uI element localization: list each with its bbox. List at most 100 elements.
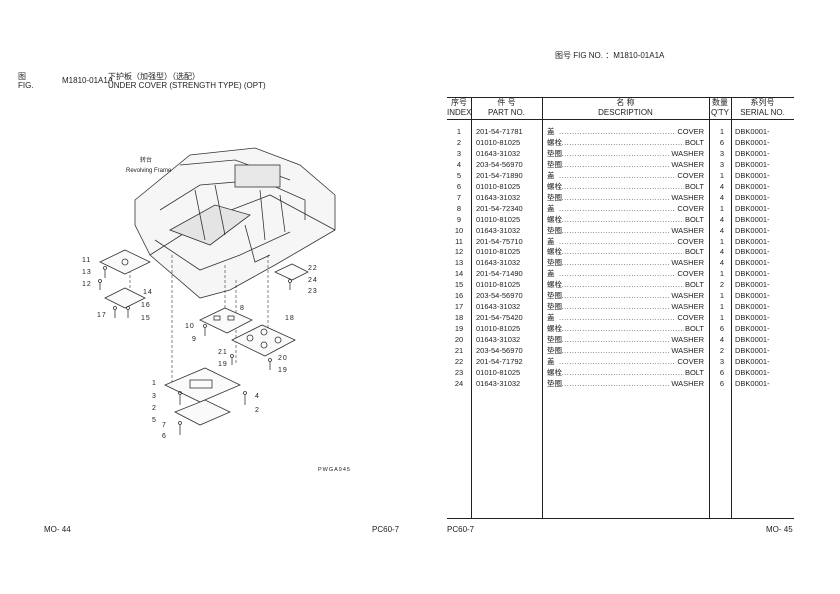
row-name-cn: 盖 — [547, 170, 555, 180]
cover-11 — [99, 249, 151, 275]
row-leader: ........................................… — [559, 269, 684, 279]
row-name-en: WASHER — [670, 377, 704, 389]
row-part-no: 01010-81025 — [476, 367, 521, 377]
row-qty: 1 — [719, 269, 725, 279]
row-qty: 4 — [719, 192, 725, 202]
row-index: 12 — [454, 247, 464, 257]
row-qty: 3 — [719, 356, 725, 366]
row-qty: 1 — [719, 203, 725, 213]
callout-23: 23 — [308, 288, 318, 295]
row-serial: DBK0001- — [735, 280, 770, 290]
cover-18 — [231, 324, 296, 357]
callout-9: 9 — [192, 336, 197, 343]
row-index: 5 — [456, 170, 462, 180]
row-name-en: WASHER — [670, 345, 704, 356]
callout-6: 6 — [162, 433, 167, 440]
row-part-no: 201-54-71490 — [476, 269, 523, 279]
row-leader: ........................................… — [559, 335, 684, 345]
row-part-no: 01010-81025 — [476, 280, 521, 290]
row-serial: DBK0001- — [735, 367, 770, 377]
row-name-cn: 盖 — [547, 203, 555, 213]
row-serial: DBK0001- — [735, 192, 770, 202]
callout-2b: 2 — [255, 407, 260, 414]
row-serial: DBK0001- — [735, 203, 770, 213]
row-index: 16 — [454, 291, 464, 301]
row-name-en: COVER — [676, 355, 704, 367]
row-leader: ........................................… — [559, 137, 684, 147]
row-index: 1 — [456, 127, 462, 136]
row-index: 13 — [454, 258, 464, 268]
row-part-no: 203-54-56970 — [476, 346, 523, 355]
row-name-en: WASHER — [670, 191, 704, 203]
row-part-no: 201-54-72340 — [476, 203, 523, 213]
row-part-no: 201-54-71781 — [476, 127, 523, 136]
row-name-en: COVER — [676, 312, 704, 324]
row-part-no: 01643-31032 — [476, 258, 521, 268]
row-name-en: BOLT — [683, 279, 704, 291]
fig-title-cn: 下护板（加强型）（选配） — [108, 72, 200, 81]
row-qty: 6 — [719, 367, 725, 377]
row-part-no: 01010-81025 — [476, 324, 521, 334]
callout-4: 4 — [255, 393, 260, 400]
row-name-cn: 螺栓 — [547, 247, 562, 257]
row-part-no: 201-54-75420 — [476, 313, 523, 323]
row-qty: 3 — [719, 148, 725, 158]
row-name-cn: 垫圈 — [547, 335, 562, 345]
row-qty: 4 — [719, 181, 725, 191]
bolt-icons — [98, 266, 292, 435]
fig-number-right: 图号 FIG NO. ：M1810-01A1A — [555, 51, 665, 60]
callout-24: 24 — [308, 277, 318, 284]
row-serial: DBK0001- — [735, 214, 770, 224]
row-serial: DBK0001- — [735, 225, 770, 235]
row-leader: ........................................… — [559, 181, 684, 191]
row-leader: ........................................… — [559, 313, 684, 323]
row-name-en: COVER — [676, 235, 704, 247]
row-name-cn: 螺栓 — [547, 137, 562, 147]
row-leader: ........................................… — [559, 291, 684, 301]
row-name-en: COVER — [676, 126, 704, 137]
row-name-cn: 螺栓 — [547, 214, 562, 224]
callout-3: 3 — [152, 393, 157, 400]
row-serial: DBK0001- — [735, 159, 770, 169]
row-part-no: 203-54-56970 — [476, 159, 523, 169]
right-model: PC60-7 — [447, 525, 475, 534]
row-qty: 4 — [719, 335, 725, 345]
row-name-cn: 垫圈 — [547, 258, 562, 268]
row-serial: DBK0001- — [735, 302, 770, 312]
row-serial: DBK0001- — [735, 291, 770, 301]
row-index: 21 — [454, 346, 464, 355]
figure-header: 图 FIG. M1810-01A1A 下护板（加强型）（选配） UNDER CO… — [18, 72, 266, 90]
row-name-en: WASHER — [670, 334, 704, 346]
row-part-no: 01643-31032 — [476, 335, 521, 345]
row-name-cn: 垫圈 — [547, 291, 562, 301]
left-page-number: MO- 44 — [44, 525, 71, 534]
row-leader: ........................................… — [559, 148, 684, 158]
row-qty: 2 — [719, 346, 725, 355]
row-name-cn: 垫圈 — [547, 302, 562, 312]
row-part-no: 01643-31032 — [476, 192, 521, 202]
row-leader: ........................................… — [559, 225, 684, 235]
callout-12: 12 — [82, 281, 92, 288]
callout-20: 20 — [278, 355, 288, 362]
row-index: 22 — [454, 356, 464, 366]
